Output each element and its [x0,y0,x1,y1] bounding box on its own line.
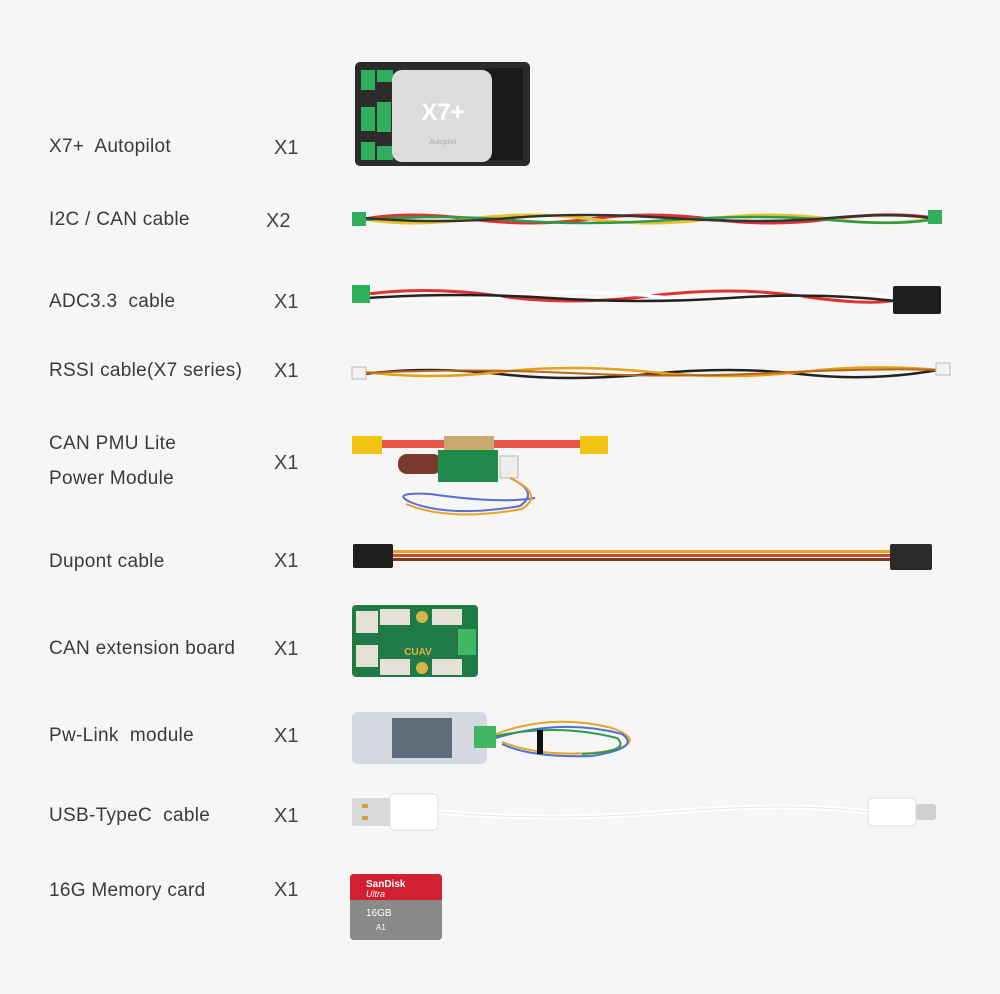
item-qty: X1 [274,360,299,382]
can-extension-board-image: CUAV [352,605,478,677]
item-label-can-pmu-line2: Power Module [49,468,175,489]
sd-line-text: Ultra [366,889,385,899]
board-brand-text: CUAV [404,647,432,658]
item-label-memory-card: 16G Memory card [49,880,206,901]
item-qty: X1 [274,879,299,901]
item-label-rssi-cable: RSSI cable(X7 series) [49,360,243,381]
item-qty: X1 [274,550,299,572]
sd-capacity-text: 16GB [366,908,392,919]
dupont-cable-image [353,544,932,570]
i2c-can-cable-image [352,210,942,226]
item-label-adc-cable: ADC3.3 cable [49,291,176,312]
item-label-can-pmu-line1: CAN PMU Lite [49,433,177,454]
item-qty: X1 [274,805,299,827]
item-label-x7-autopilot: X7+ Autopilot [49,136,171,157]
pw-link-module-image [352,712,631,764]
can-pmu-lite-image [352,436,608,516]
usb-typec-cable-image [352,793,936,831]
item-qty: X1 [274,452,299,474]
item-label-i2c-can-cable: I2C / CAN cable [49,209,190,230]
item-qty: X1 [274,291,299,313]
memory-card-image: SanDisk Ultra 16GB A1 [350,874,442,940]
adc-cable-image [352,285,941,314]
x7-model-text: X7+ [421,99,464,126]
item-qty: X2 [266,210,291,232]
x7-sub-text: Autopilot [429,139,456,146]
sd-class-text: A1 [376,923,386,932]
item-label-dupont-cable: Dupont cable [49,551,165,572]
sd-brand-text: SanDisk [366,879,406,890]
item-label-pw-link-module: Pw-Link module [49,725,194,746]
item-label-can-extension-board: CAN extension board [49,638,236,659]
item-label-usb-typec-cable: USB-TypeC cable [49,805,211,826]
item-qty: X1 [274,725,299,747]
x7-autopilot-image: X7+ Autopilot [355,62,530,166]
item-qty: X1 [274,638,299,660]
rssi-cable-image [351,362,951,380]
item-qty: X1 [274,137,299,159]
